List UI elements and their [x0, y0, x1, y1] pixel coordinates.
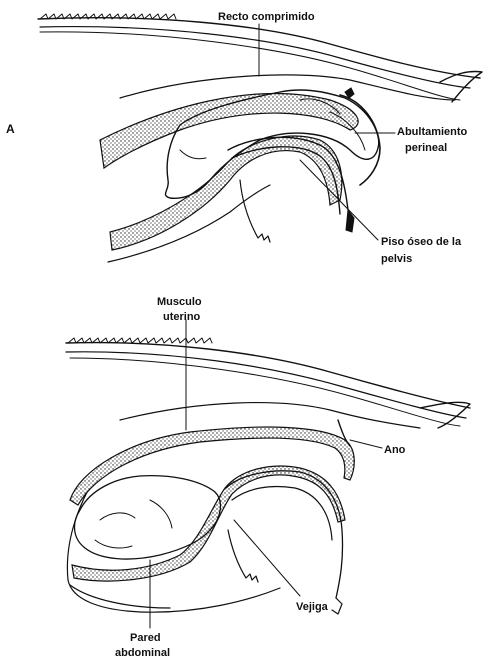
label-uterino: uterino: [163, 311, 201, 323]
panel-b-spine: [66, 338, 470, 428]
label-pared: Pared: [130, 632, 161, 644]
label-abultamiento: Abultamiento: [397, 126, 468, 138]
label-pelvis: pelvis: [381, 253, 412, 265]
label-perineal: perineal: [405, 142, 447, 154]
label-musculo: Musculo: [157, 296, 202, 308]
label-vejiga: Vejiga: [296, 601, 329, 613]
panel-a-perineum: [340, 88, 380, 185]
label-ano: Ano: [384, 444, 406, 456]
panel-a: A: [6, 11, 482, 265]
panel-b: Musculo uterino Ano Vejiga Pared abdomin…: [66, 296, 470, 659]
label-piso-oseo: Piso óseo de la: [381, 236, 462, 248]
panel-a-uterine-wall: [100, 94, 358, 262]
panel-a-spine: [38, 14, 482, 102]
label-recto-comprimido: Recto comprimido: [218, 11, 315, 23]
panel-a-letter: A: [6, 122, 15, 136]
panel-b-bladder: [226, 420, 350, 614]
label-abdominal: abdominal: [115, 647, 170, 659]
